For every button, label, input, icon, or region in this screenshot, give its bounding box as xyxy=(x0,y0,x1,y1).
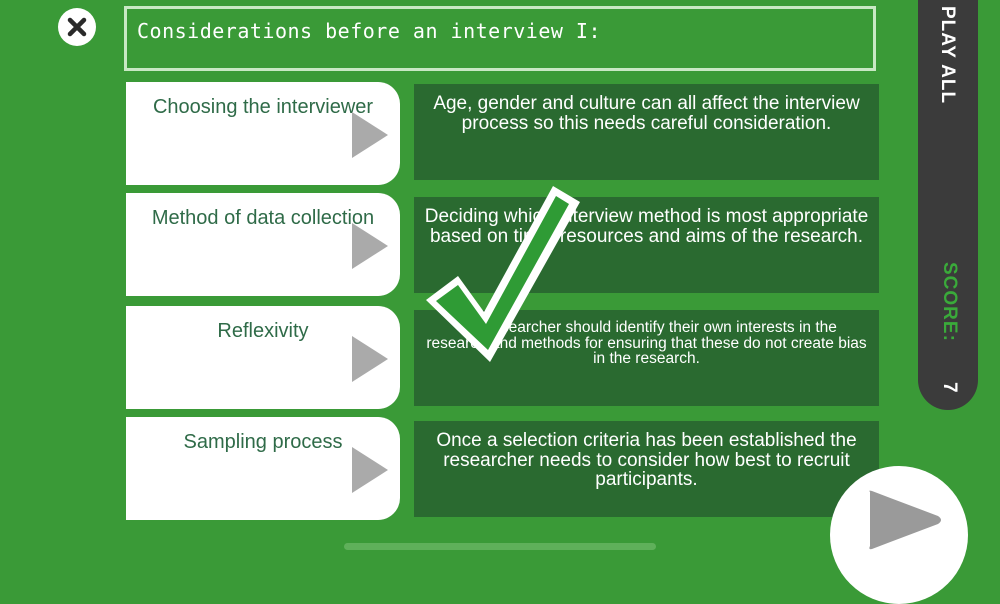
close-icon xyxy=(67,17,87,37)
next-play-button[interactable] xyxy=(830,466,968,604)
play-all-button[interactable]: PLAY ALL xyxy=(937,6,958,105)
close-button[interactable] xyxy=(58,8,96,46)
play-icon xyxy=(869,490,941,550)
question-title-box: Considerations before an interview I: xyxy=(124,6,876,71)
answer-text: The researcher should identify their own… xyxy=(426,319,867,367)
question-title: Considerations before an interview I: xyxy=(137,19,602,43)
card-label: Choosing the interviewer xyxy=(152,96,374,118)
play-triangle-icon[interactable] xyxy=(352,223,388,269)
score-value: 7 xyxy=(939,382,960,394)
audio-card-method-of-data-collection[interactable]: Method of data collection xyxy=(126,193,400,296)
play-triangle-icon[interactable] xyxy=(352,447,388,493)
play-triangle-icon[interactable] xyxy=(352,112,388,158)
answer-box[interactable]: Age, gender and culture can all affect t… xyxy=(414,84,879,180)
checkmark-icon xyxy=(426,186,580,362)
play-triangle-icon[interactable] xyxy=(352,336,388,382)
home-indicator[interactable] xyxy=(344,543,656,550)
answer-box[interactable]: Once a selection criteria has been estab… xyxy=(414,421,879,517)
side-panel: PLAY ALL SCORE: 7 xyxy=(918,0,978,410)
answer-text: Age, gender and culture can all affect t… xyxy=(433,93,860,134)
audio-card-reflexivity[interactable]: Reflexivity xyxy=(126,306,400,409)
answer-text: Once a selection criteria has been estab… xyxy=(436,430,857,490)
card-label: Sampling process xyxy=(183,431,343,453)
audio-card-choosing-interviewer[interactable]: Choosing the interviewer xyxy=(126,82,400,185)
card-label: Reflexivity xyxy=(217,320,309,342)
score-label: SCORE: xyxy=(939,262,960,342)
audio-card-sampling-process[interactable]: Sampling process xyxy=(126,417,400,520)
card-label: Method of data collection xyxy=(151,207,375,229)
